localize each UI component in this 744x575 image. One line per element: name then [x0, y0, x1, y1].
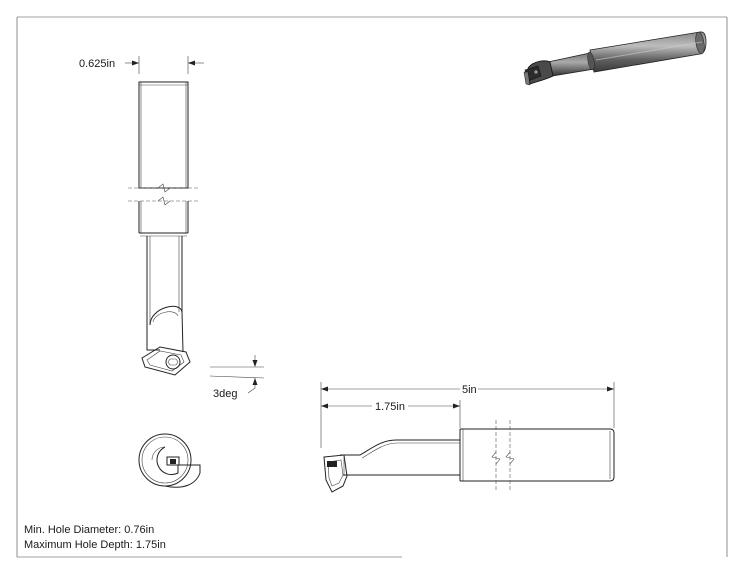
angle-dimension: 3deg [209, 355, 265, 400]
isometric-tool-image [523, 31, 707, 86]
notes-block: Min. Hole Diameter: 0.76in Maximum Hole … [24, 524, 166, 551]
shank-diameter-label: 0.625in [79, 58, 115, 70]
overall-length-dimension: 5in [320, 382, 615, 448]
min-hole-diameter-note: Min. Hole Diameter: 0.76in [24, 524, 154, 536]
insert-top-view [141, 346, 191, 376]
break-symbol [128, 183, 198, 206]
side-break-symbol [491, 420, 515, 492]
max-hole-depth-note: Maximum Hole Depth: 1.75in [24, 539, 166, 551]
sheet-border [16, 16, 728, 558]
angle-label: 3deg [213, 388, 237, 400]
shank-diameter-dimension: 0.625in [79, 56, 204, 74]
top-view: 0.625in [79, 56, 265, 488]
insert-side-view [323, 454, 348, 493]
end-view [138, 433, 201, 488]
reach-dimension: 1.75in [321, 400, 461, 428]
reach-label: 1.75in [375, 401, 405, 413]
side-view: 5in 1.75in [320, 382, 615, 493]
overall-length-label: 5in [462, 384, 477, 396]
